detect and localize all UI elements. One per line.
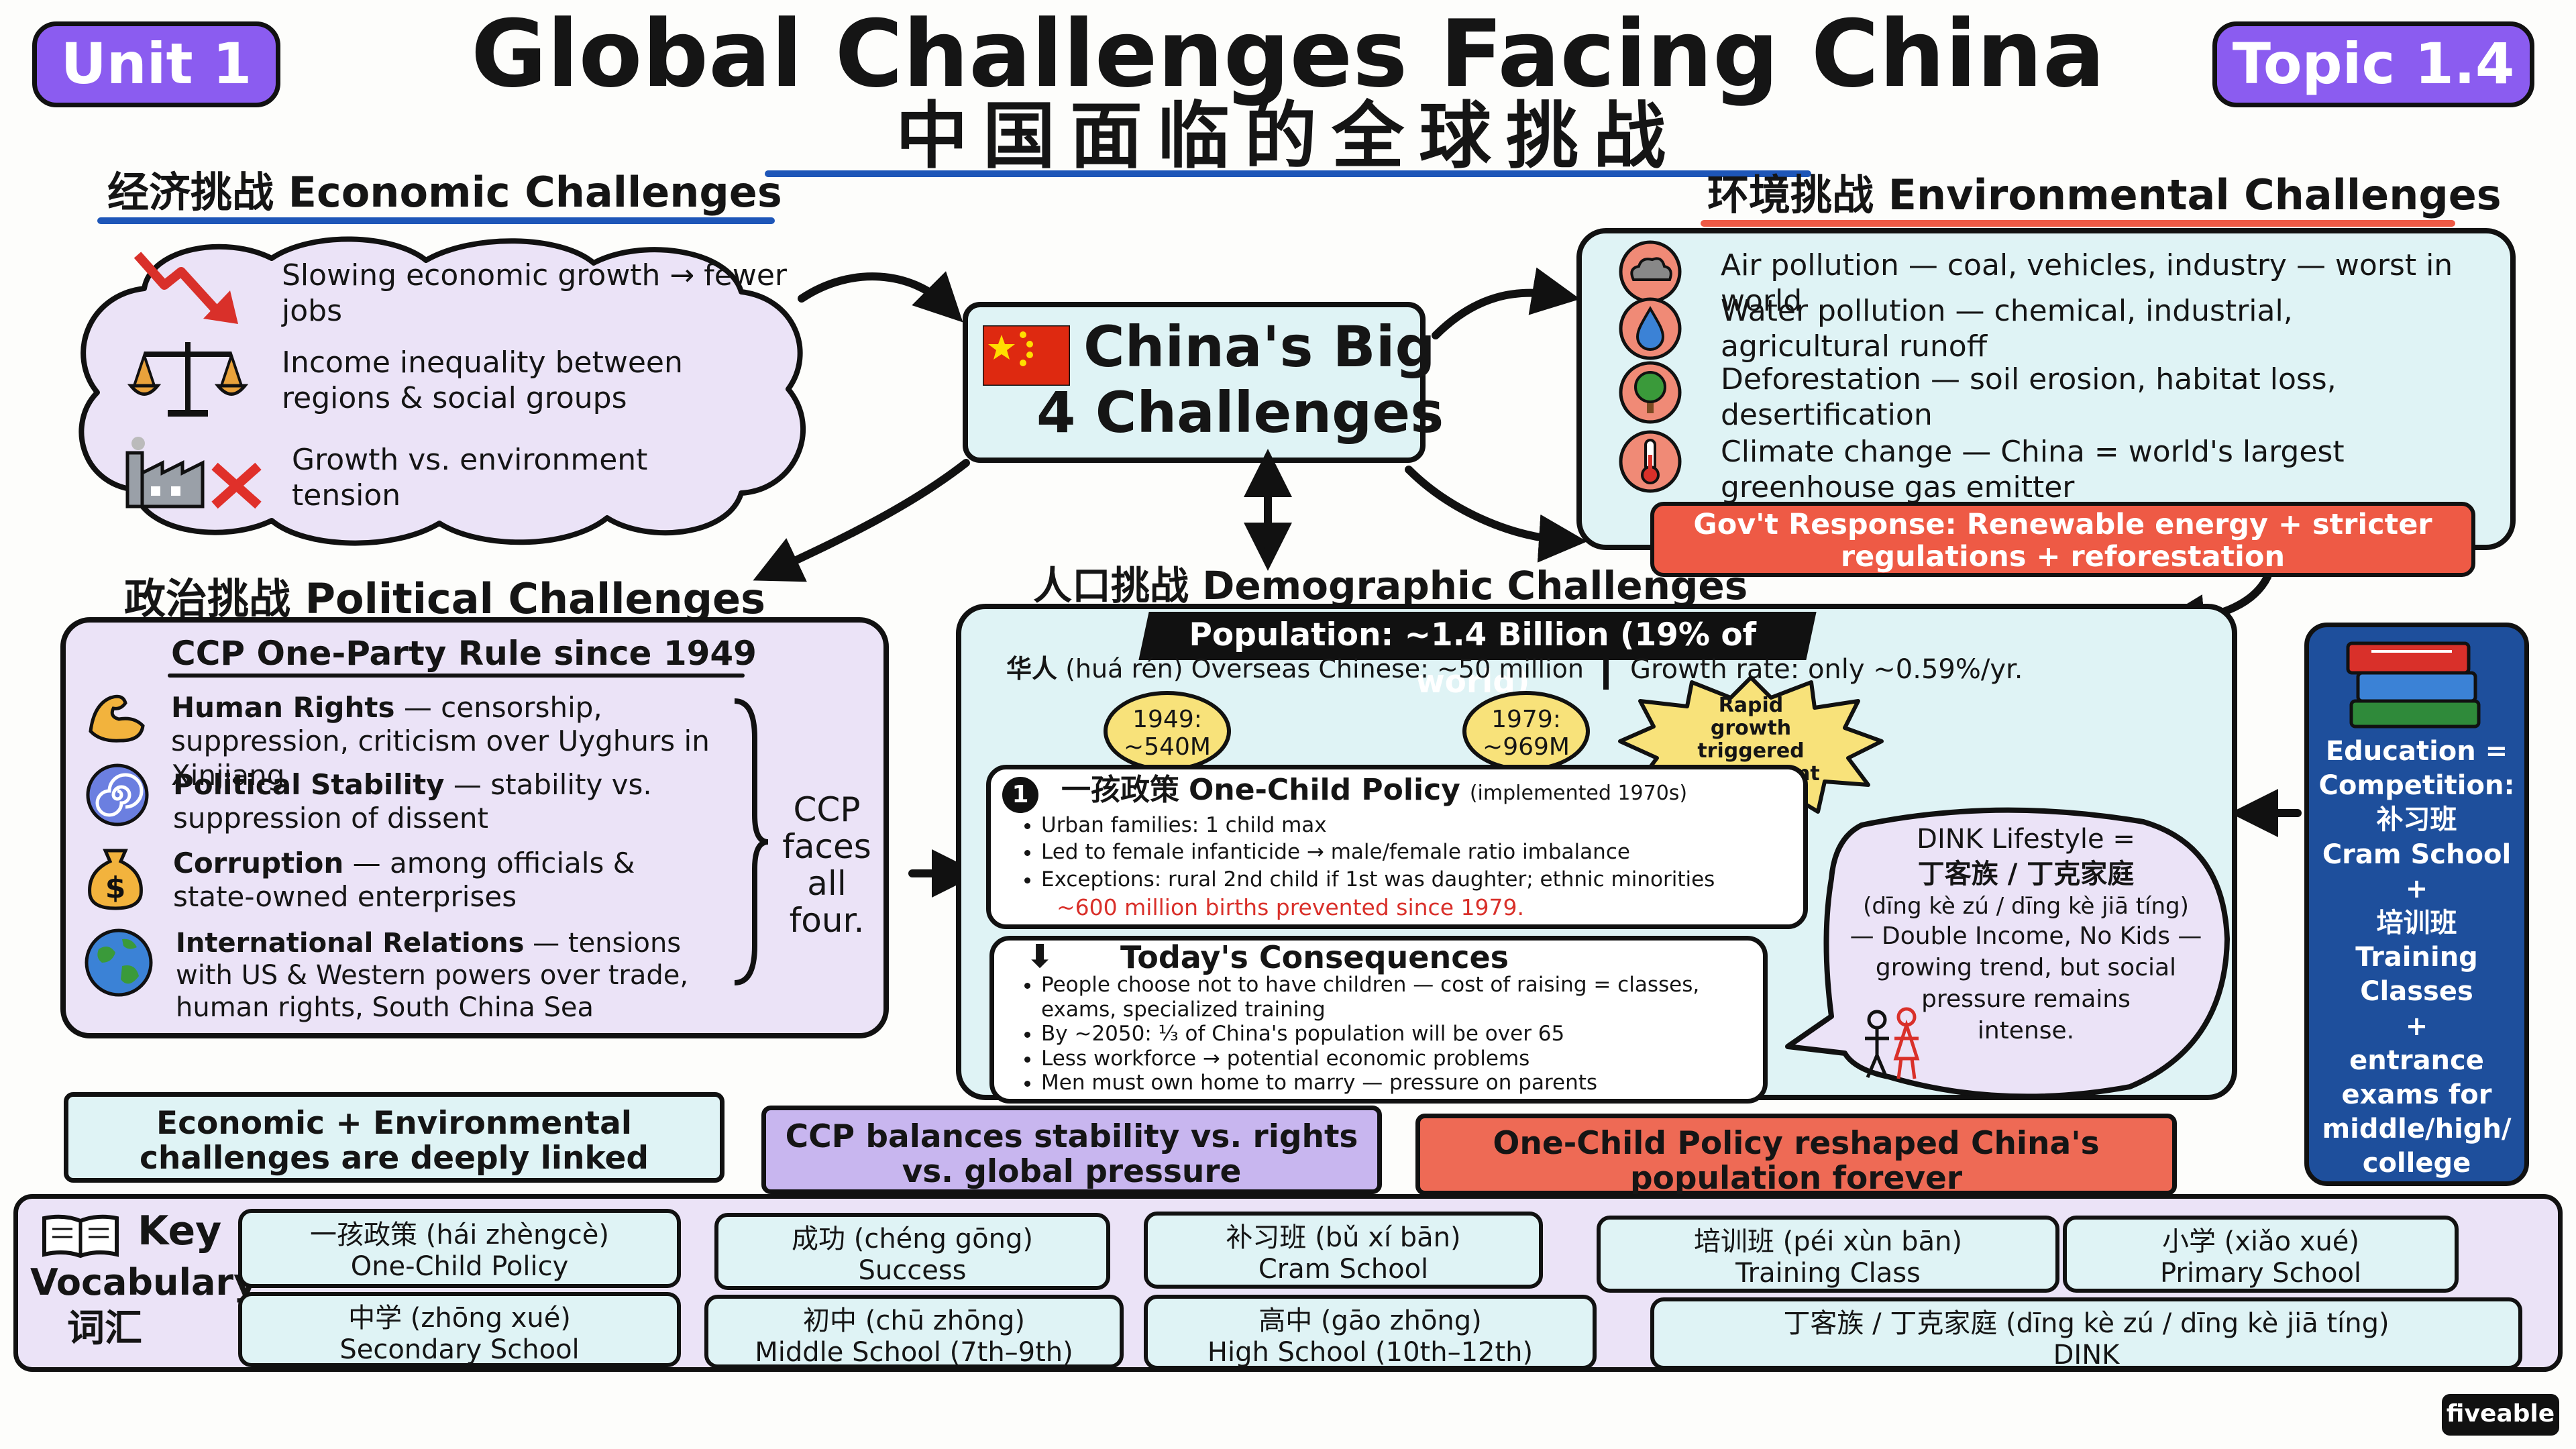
political-subtitle-underline [168, 674, 745, 678]
list-item: Men must own home to marry — pressure on… [1041, 1071, 1751, 1095]
vocab-title-key: Key [138, 1208, 222, 1254]
title-underline [765, 170, 1811, 177]
economic-item-tension: Growth vs. environment tension [292, 443, 648, 513]
births-prevented: ~600 million births prevented since 1979… [1057, 894, 1524, 920]
unit-badge: Unit 1 [32, 21, 280, 107]
flexed-arm-icon [89, 694, 145, 743]
page-title: Global Challenges Facing China [471, 0, 2105, 108]
vocab-middle-school: 初中 (chū zhōng)Middle School (7th–9th) [704, 1295, 1124, 1368]
couple-icon [1865, 1007, 1920, 1079]
takeaway-linked: Economic + Environmental challenges are … [64, 1092, 724, 1183]
china-flag-icon [983, 325, 1070, 386]
topic-badge: Topic 1.4 [2212, 21, 2534, 107]
topic-label: Topic 1.4 [2232, 31, 2515, 97]
fiveable-logo: fiveable [2442, 1394, 2559, 1436]
vocab-title-vocabulary: Vocabulary [30, 1261, 258, 1303]
environmental-title: 环境挑战 Environmental Challenges [1707, 170, 2502, 219]
economic-item-inequality: Income inequality between regions & soci… [282, 345, 683, 415]
vocab-cram-school: 补习班 (bǔ xí bān)Cram School [1144, 1212, 1543, 1289]
cloud-icon [1619, 240, 1682, 303]
globe-icon [85, 928, 153, 997]
vocab-high-school: 高中 (gāo zhōng)High School (10th–12th) [1144, 1295, 1597, 1370]
env-item-deforestation: Deforestation — soil erosion, habitat lo… [1721, 362, 2337, 432]
books-icon [2346, 641, 2481, 729]
list-item: Urban families: 1 child max [1041, 812, 1715, 839]
down-arrow-icon: ⬇ [1026, 938, 1054, 975]
one-child-policy-box [986, 765, 1808, 929]
political-item-international: International Relations — tensions with … [176, 928, 689, 1023]
growth-rate: Growth rate: only ~0.59%/yr. [1630, 654, 2023, 685]
consequences-list: People choose not to have children — cos… [1006, 973, 1751, 1095]
page-title-chinese: 中国面临的全球挑战 [895, 95, 1680, 178]
policy-number: 1 [1002, 777, 1038, 813]
vocab-dink: 丁客族 / 丁克家庭 (dīng kè zú / dīng kè jiā tín… [1650, 1297, 2522, 1371]
water-drop-icon [1619, 297, 1682, 360]
env-item-climate: Climate change — China = world's largest… [1721, 435, 2345, 504]
list-item: Less workforce → potential economic prob… [1041, 1046, 1751, 1071]
balance-scale-icon [127, 342, 248, 417]
open-book-icon [42, 1214, 119, 1258]
policy-title: 一孩政策 One-Child Policy (implemented 1970s… [1061, 773, 1688, 807]
svg-text:$: $ [105, 871, 126, 905]
money-bag-icon: $ [88, 849, 143, 910]
env-item-air: Air pollution — coal, vehicles, industry… [1721, 248, 2453, 318]
takeaway-balance: CCP balances stability vs. rights vs. gl… [761, 1106, 1382, 1194]
education-text: Education = Competition: 补习班 Cram School… [2318, 736, 2515, 1179]
takeaway-reshaped: One-Child Policy reshaped China's popula… [1415, 1114, 2177, 1195]
political-subtitle: CCP One-Party Rule since 1949 [171, 634, 757, 673]
policy-list: Urban families: 1 child max Led to femal… [1006, 812, 1715, 893]
demographic-title: 人口挑战 Demographic Challenges [1033, 563, 1748, 608]
env-item-water: Water pollution — chemical, industrial, … [1721, 294, 2293, 364]
political-item-human-rights: Human Rights — censorship, suppression, … [171, 691, 710, 792]
big-four-line1: China's Big [1083, 314, 1436, 380]
vocab-secondary-school: 中学 (zhōng xué)Secondary School [238, 1292, 681, 1367]
dink-text: DINK Lifestyle = 丁客族 / 丁克家庭 (dīng kè zú … [1849, 824, 2202, 1044]
dink-bubble [1785, 807, 2230, 1099]
political-title: 政治挑战 Political Challenges [124, 574, 765, 623]
list-item: By ~2050: ⅓ of China's population will b… [1041, 1022, 1751, 1046]
list-item: Led to female infanticide → male/female … [1041, 839, 1715, 865]
vocab-title-chinese: 词汇 [67, 1307, 142, 1350]
political-note: CCP faces all four. [782, 790, 871, 940]
political-item-stability: Political Stability — stability vs. supp… [173, 768, 652, 835]
list-item: People choose not to have children — cos… [1041, 973, 1751, 1022]
political-item-corruption: Corruption — among officials & state-own… [173, 847, 635, 914]
falling-chart-icon [133, 252, 238, 324]
political-brace [734, 698, 769, 985]
economic-title: 经济挑战 Economic Challenges [107, 168, 782, 217]
consequences-title: Today's Consequences [1120, 939, 1509, 975]
population-banner: Population: ~1.4 Billion (19% of world) [1138, 612, 1817, 700]
list-item: Exceptions: rural 2nd child if 1st was d… [1041, 866, 1715, 893]
population-1949: 1949: ~540M [1104, 691, 1231, 771]
tree-icon [1619, 361, 1682, 424]
environmental-underline [1701, 220, 2455, 227]
consequences-box [989, 936, 1768, 1104]
economic-underline [97, 217, 775, 224]
population-1979: 1979: ~969M [1462, 691, 1590, 771]
spiral-icon [86, 763, 149, 826]
vocab-success: 成功 (chéng gōng)Success [714, 1213, 1110, 1290]
economic-item-growth: Slowing economic growth → fewer jobs [282, 258, 787, 328]
thermometer-icon [1619, 430, 1682, 493]
vocab-one-child-policy: 一孩政策 (hái zhèngcè)One-Child Policy [238, 1209, 681, 1288]
vocab-primary-school: 小学 (xiǎo xué)Primary School [2063, 1216, 2459, 1293]
unit-label: Unit 1 [60, 31, 252, 97]
big-four-line2: 4 Challenges [1036, 380, 1444, 445]
overseas-chinese: 华人 (huá rén) Overseas Chinese: ~50 milli… [1006, 654, 1584, 684]
gov-response-banner: Gov't Response: Renewable energy + stric… [1650, 502, 2475, 577]
vocab-training-class: 培训班 (péi xùn bān)Training Class [1597, 1216, 2059, 1293]
factory-x-icon [125, 437, 262, 509]
divider-bar [1603, 656, 1609, 690]
